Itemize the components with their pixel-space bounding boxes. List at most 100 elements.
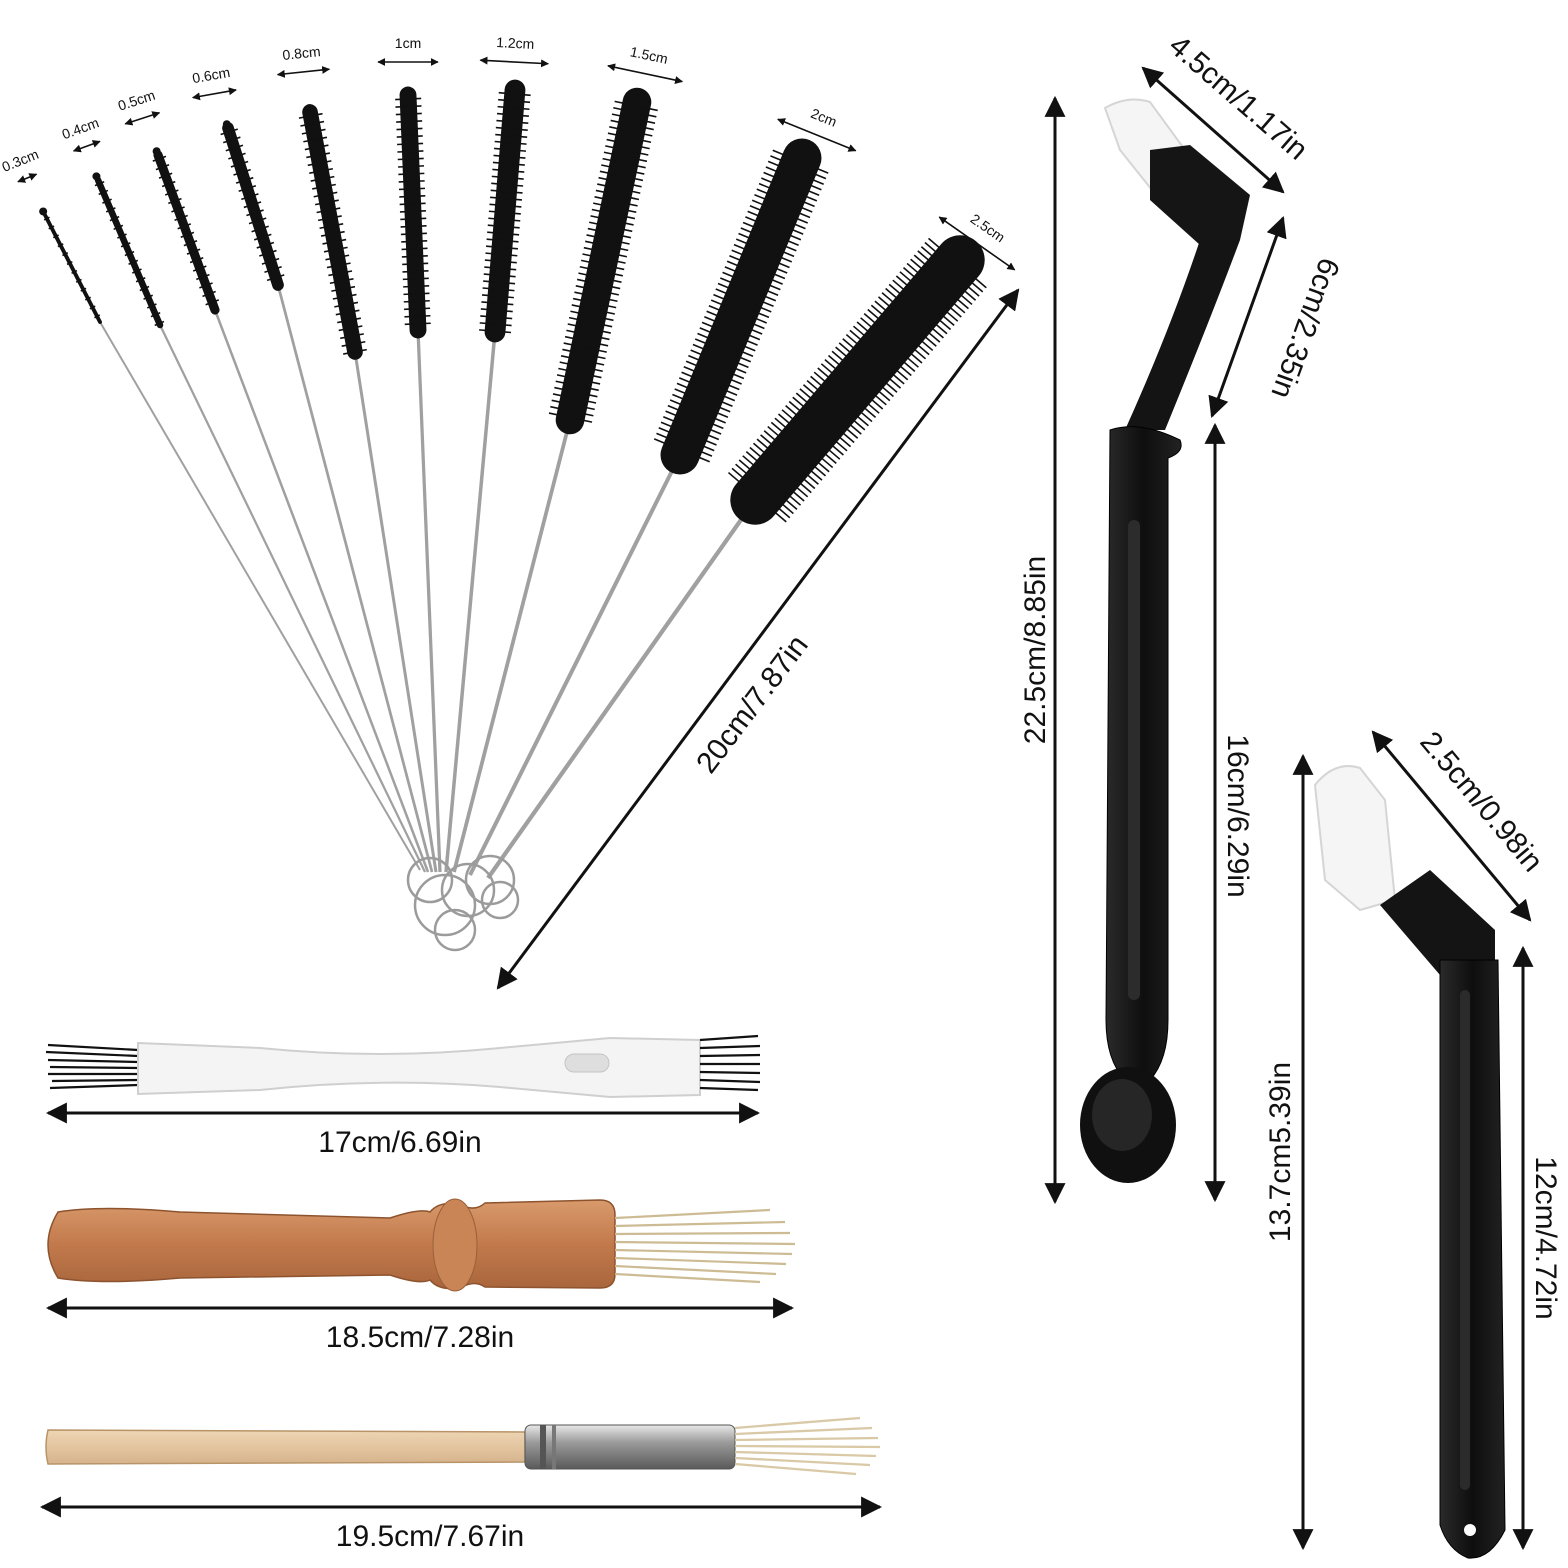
- width-arrow: [607, 63, 684, 85]
- bristle-hair: [490, 189, 523, 194]
- bristle-hair: [484, 259, 517, 264]
- tube-brush: [395, 86, 442, 873]
- bristle-hair: [497, 105, 530, 111]
- bristle-hair: [745, 216, 802, 241]
- bristle-hair: [586, 234, 630, 245]
- width-arrow: [17, 173, 38, 183]
- bristle-hair: [139, 285, 150, 292]
- spoon-neck-length-arrow: [1208, 216, 1287, 418]
- bristle-hair: [603, 151, 648, 163]
- bristle-hair: [494, 140, 527, 145]
- bristle-hair: [589, 221, 633, 233]
- spoon-head-width-arrow: [1141, 66, 1285, 194]
- bristle-hair: [317, 215, 342, 222]
- bristle-hair: [322, 238, 347, 245]
- bristle-hair: [396, 120, 423, 123]
- bristle-hair: [402, 277, 429, 281]
- width-label: 0.3cm: [0, 146, 41, 183]
- wire-handle: [416, 329, 442, 873]
- small-total-length-label: 13.7cm5.39in: [1264, 1062, 1297, 1242]
- bristle-hair: [483, 273, 516, 278]
- bristle-hair: [404, 314, 431, 318]
- bristle-hair: [401, 240, 428, 243]
- tube-brush-length-arrow: [496, 288, 1020, 990]
- bristle-hair: [196, 273, 210, 281]
- bristle-hair: [611, 113, 656, 124]
- black-bristles: [94, 176, 164, 329]
- bristle-hair: [329, 278, 354, 285]
- bristle-hair: [94, 180, 105, 187]
- bristle-hair: [594, 196, 638, 207]
- width-label: 1.2cm: [479, 34, 550, 68]
- tube-brush-set: [39, 79, 987, 880]
- bristle-hair: [202, 290, 216, 298]
- bristle-hair: [765, 166, 822, 191]
- bristle-hair: [587, 227, 632, 239]
- bristle-hair: [605, 145, 649, 156]
- width-text: 0.3cm: [0, 146, 41, 175]
- bristle-hair: [606, 138, 650, 150]
- bristle-hair: [174, 214, 188, 222]
- bristle-hair: [490, 196, 523, 201]
- bristle-hair: [399, 195, 426, 198]
- bristle-hair: [62, 252, 69, 257]
- bristle-hair: [403, 299, 430, 303]
- tube-brush: [444, 79, 531, 873]
- bristle-hair: [402, 269, 429, 273]
- bristle-hair: [222, 136, 241, 144]
- brush-tip: [152, 147, 161, 156]
- bristle-hair: [495, 133, 528, 138]
- bristle-hair: [66, 260, 73, 266]
- bristle-hair: [334, 301, 359, 308]
- width-arrow: [938, 216, 1016, 271]
- bristle-hair: [301, 128, 326, 135]
- bristle-hair: [128, 259, 139, 265]
- bristle-hair: [401, 255, 428, 258]
- width-label: 0.8cm: [276, 43, 331, 78]
- bristle-hair: [256, 241, 275, 249]
- bristle-hair: [400, 217, 427, 221]
- width-arrow: [191, 87, 237, 101]
- bristle-hair: [264, 266, 282, 273]
- width-text: 1.2cm: [496, 34, 535, 52]
- bristle-hair: [498, 98, 531, 104]
- bristle-hair: [485, 245, 518, 250]
- bristle-hair: [230, 160, 249, 168]
- bristle-hair: [146, 303, 157, 309]
- brush-tip: [633, 94, 642, 103]
- width-arrow: [124, 111, 161, 126]
- bristle-hair: [84, 296, 92, 301]
- bristle-hair: [749, 205, 806, 230]
- bristle-hair: [164, 189, 179, 196]
- width-text: 2cm: [809, 105, 840, 130]
- black-handle: [1105, 426, 1182, 1081]
- width-arrow: [276, 65, 331, 78]
- bristle-hair: [310, 175, 335, 182]
- bristle-hair: [235, 176, 254, 184]
- double-brush-length-label: 17cm/6.69in: [318, 1126, 481, 1159]
- bristle-hair: [598, 176, 642, 188]
- hanging-hole: [1464, 1524, 1476, 1536]
- bristle-hair: [298, 112, 323, 119]
- bristle-hair: [233, 168, 251, 176]
- bristle-hair: [397, 142, 424, 146]
- bristle-hair: [498, 91, 531, 97]
- bristle-hair: [397, 150, 424, 153]
- bristle-hair: [338, 325, 363, 332]
- bristle-hair: [724, 266, 781, 291]
- bristle-hair: [43, 216, 50, 221]
- bristle-hair: [309, 167, 333, 174]
- bristle-hair: [180, 231, 195, 238]
- bristle-hair: [400, 232, 427, 236]
- bristle-hair: [155, 164, 170, 171]
- bristle-hair: [494, 147, 527, 152]
- wire-handle: [444, 331, 497, 873]
- pastry-brush-length-label: 19.5cm/7.67in: [336, 1520, 524, 1553]
- bristle-hair: [492, 168, 525, 173]
- bristle-hair: [171, 206, 185, 213]
- bristle-hair: [493, 154, 526, 159]
- spoon-brush: [1080, 98, 1250, 1183]
- bristle-hair: [75, 278, 82, 283]
- bristle-hair: [496, 112, 529, 118]
